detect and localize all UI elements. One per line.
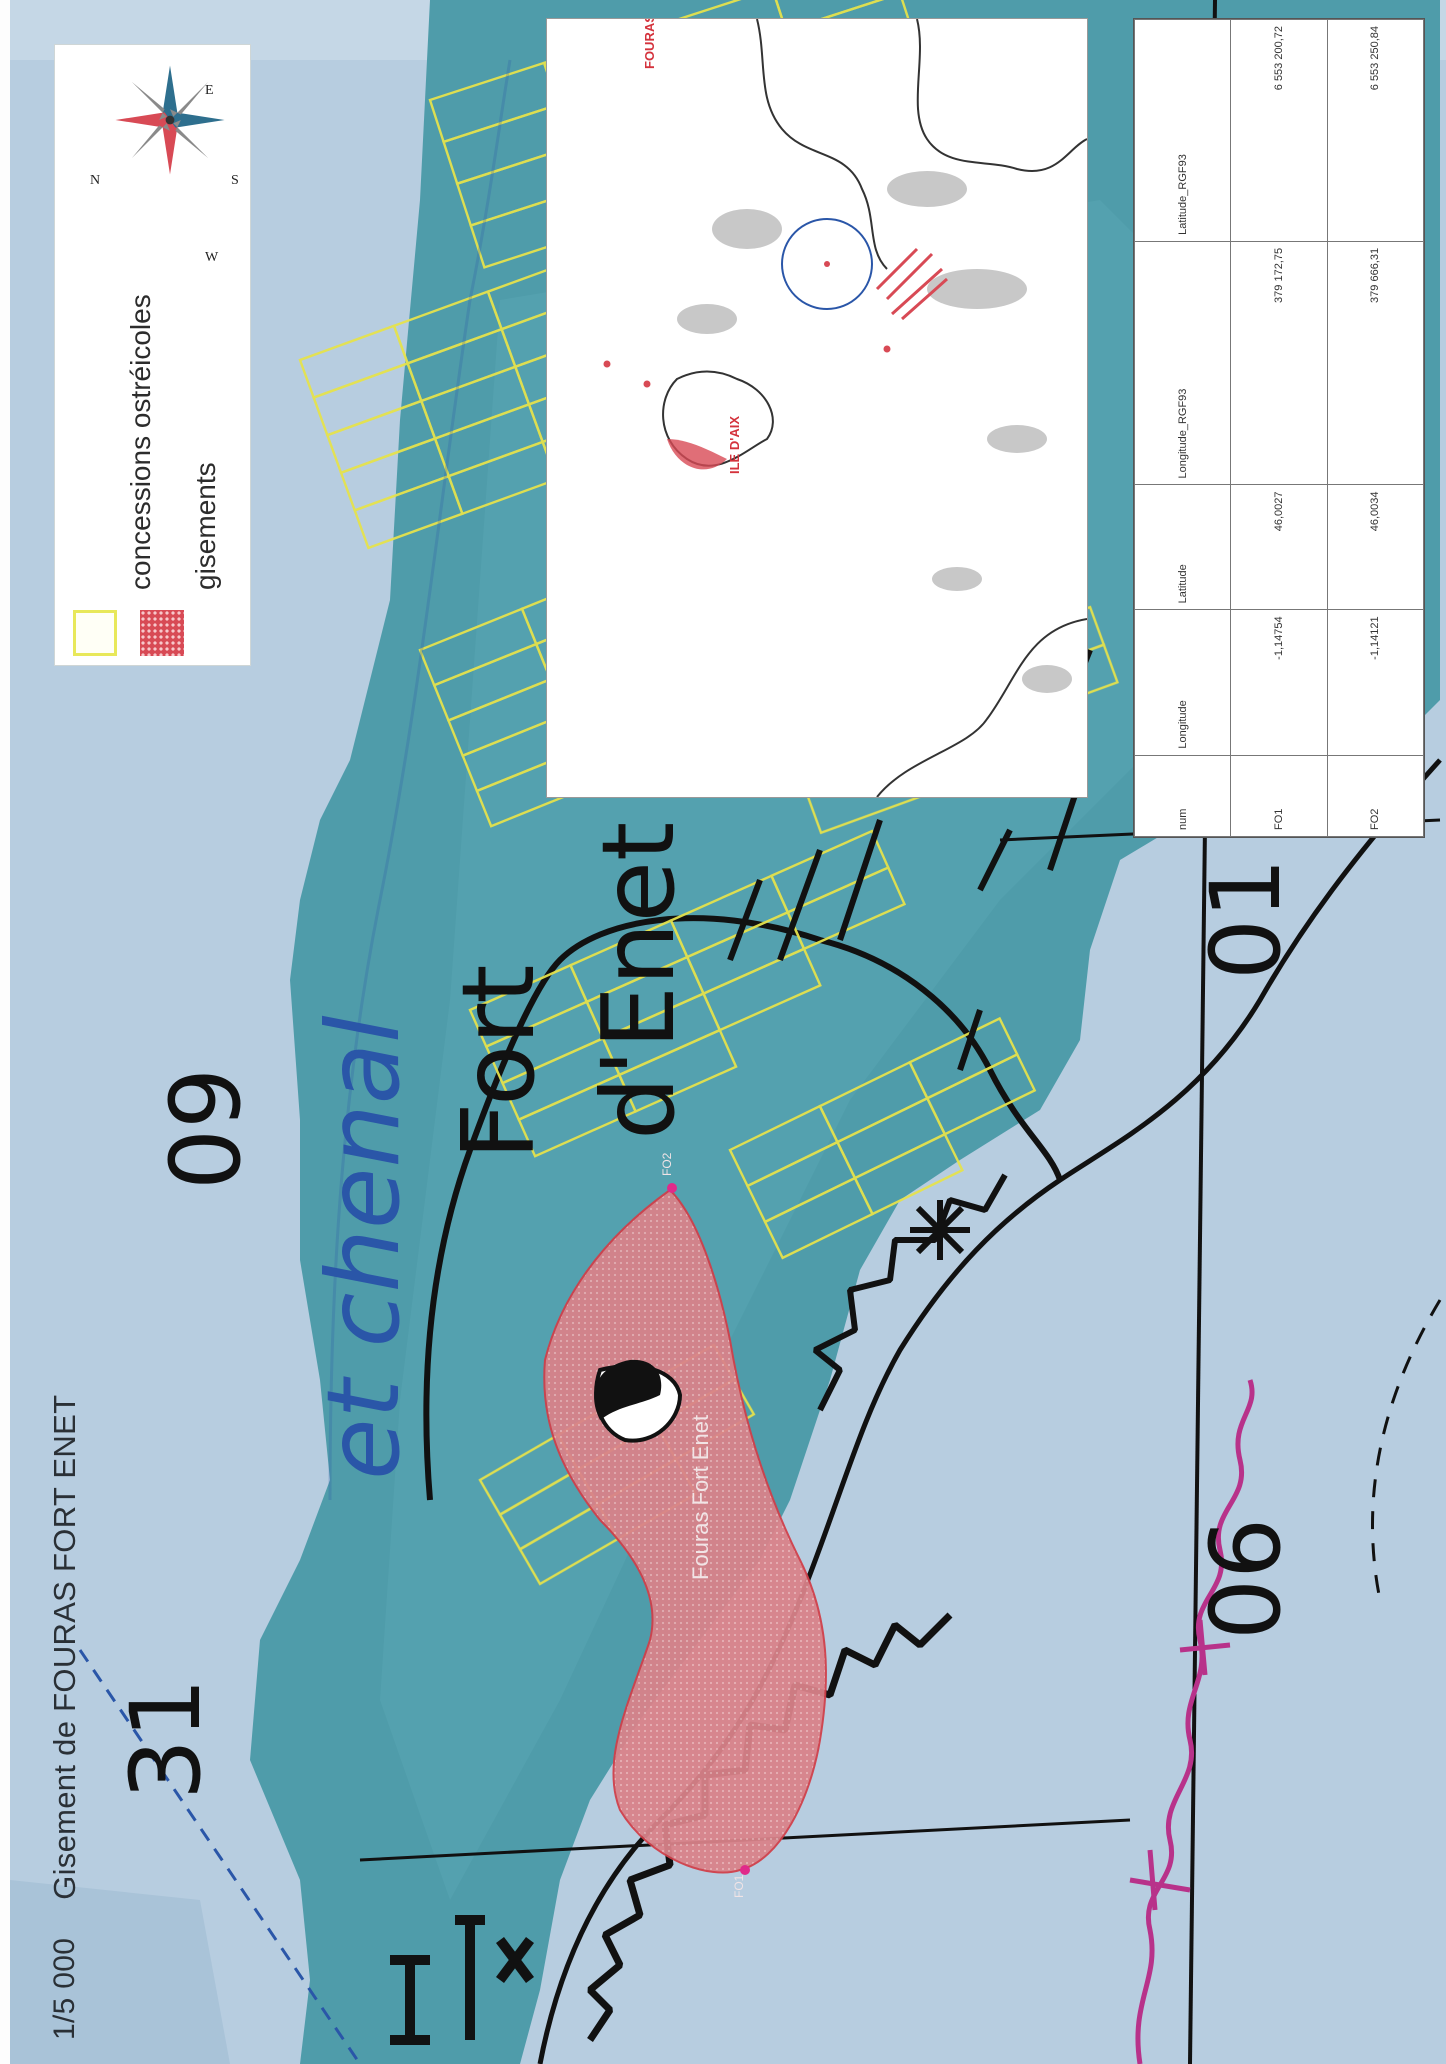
map-legend: concessions ostréicoles gisements N E S … <box>55 45 250 665</box>
table-row: FO1 -1,14754 46,0027 379 172,75 6 553 20… <box>1230 19 1328 837</box>
enet-label: d'Enet <box>580 821 697 1140</box>
table-header-row: num Longitude Latitude Longitude_RGF93 L… <box>1134 19 1231 837</box>
location-inset-map: FOURAS ILE D'AIX <box>546 18 1088 798</box>
compass-rose-icon <box>115 65 225 175</box>
table-row: FO2 -1,14121 46,0034 379 666,31 6 553 25… <box>1327 19 1424 837</box>
inset-ile-aix-gisement <box>667 439 727 470</box>
depth-label-01: 01 <box>1190 857 1302 980</box>
rocky-shore-2 <box>813 1173 1008 1412</box>
coordinates-table: num Longitude Latitude Longitude_RGF93 L… <box>1133 18 1425 838</box>
table-cell: FO2 <box>1327 755 1424 837</box>
table-header: Latitude_RGF93 <box>1134 19 1231 242</box>
inset-label-ile-aix: ILE D'AIX <box>727 416 742 474</box>
beacon-symbol <box>910 1200 970 1260</box>
compass-letter-n: N <box>90 173 101 188</box>
compass-letter-e: E <box>205 83 214 98</box>
inset-target-point <box>824 261 830 267</box>
map-title: Gisement de FOURAS FORT ENET <box>47 1394 82 1900</box>
table-cell: 379 666,31 <box>1327 241 1424 485</box>
table-header: Longitude_RGF93 <box>1134 241 1231 485</box>
inset-target-circle <box>781 218 873 310</box>
fort-label: Fort <box>440 964 557 1160</box>
inset-grey-banks <box>677 171 1072 693</box>
gisement-polygon <box>543 1188 827 1874</box>
table-cell: 46,0027 <box>1230 484 1328 610</box>
point-fo1-marker <box>740 1865 750 1875</box>
blue-dashed-line <box>78 1649 362 2064</box>
table-cell: 46,0034 <box>1327 484 1424 610</box>
compass-letter-s: S <box>231 173 239 188</box>
table-header: num <box>1134 755 1231 837</box>
inset-map-drawing <box>603 19 1087 797</box>
inset-coast-bottom <box>876 618 1087 797</box>
channel-marking <box>328 59 512 1501</box>
depth-label-31: 31 <box>110 1677 222 1800</box>
table-cell: 6 553 200,72 <box>1230 19 1328 242</box>
landmark-symbols <box>390 1915 534 2045</box>
depth-label-09: 09 <box>150 1067 262 1190</box>
legend-swatch-gisements <box>140 610 184 656</box>
point-fo1-label: FO1 <box>732 1874 746 1898</box>
table-cell: -1,14754 <box>1230 609 1328 756</box>
gisement-name-label: Fouras Fort Enet <box>688 1414 713 1580</box>
legend-label-gisements: gisements <box>190 462 221 590</box>
channel-label: et chenal <box>305 1015 422 1480</box>
inset-gisements-red <box>603 247 948 388</box>
map-scale: 1/5 000 <box>48 1937 81 2040</box>
legend-swatch-concessions <box>73 610 117 656</box>
point-fo2-label: FO2 <box>660 1152 674 1176</box>
table-header: Longitude <box>1134 609 1231 756</box>
pink-crosses <box>1129 1619 1231 1911</box>
dashed-contour <box>1371 1299 1442 1601</box>
coastline <box>423 915 1063 1501</box>
point-fo2-marker <box>667 1183 677 1193</box>
inset-coast-top <box>756 19 888 270</box>
table-cell: -1,14121 <box>1327 609 1424 756</box>
table-cell: 379 172,75 <box>1230 241 1328 485</box>
pink-annotation <box>1135 1379 1255 2064</box>
inset-ile-aix <box>662 370 774 467</box>
table-header: Latitude <box>1134 484 1231 610</box>
table-cell: FO1 <box>1230 755 1328 837</box>
table-cell: 6 553 250,84 <box>1327 19 1424 242</box>
inset-label-fouras: FOURAS <box>642 18 657 69</box>
inset-coast-right <box>916 19 1087 172</box>
fort-island-dark <box>594 1359 662 1420</box>
legend-label-concessions: concessions ostréicoles <box>125 294 156 590</box>
compass-letter-w: W <box>205 250 219 265</box>
left-land-shading <box>10 1880 230 2064</box>
depth-label-06: 06 <box>1190 1517 1302 1640</box>
